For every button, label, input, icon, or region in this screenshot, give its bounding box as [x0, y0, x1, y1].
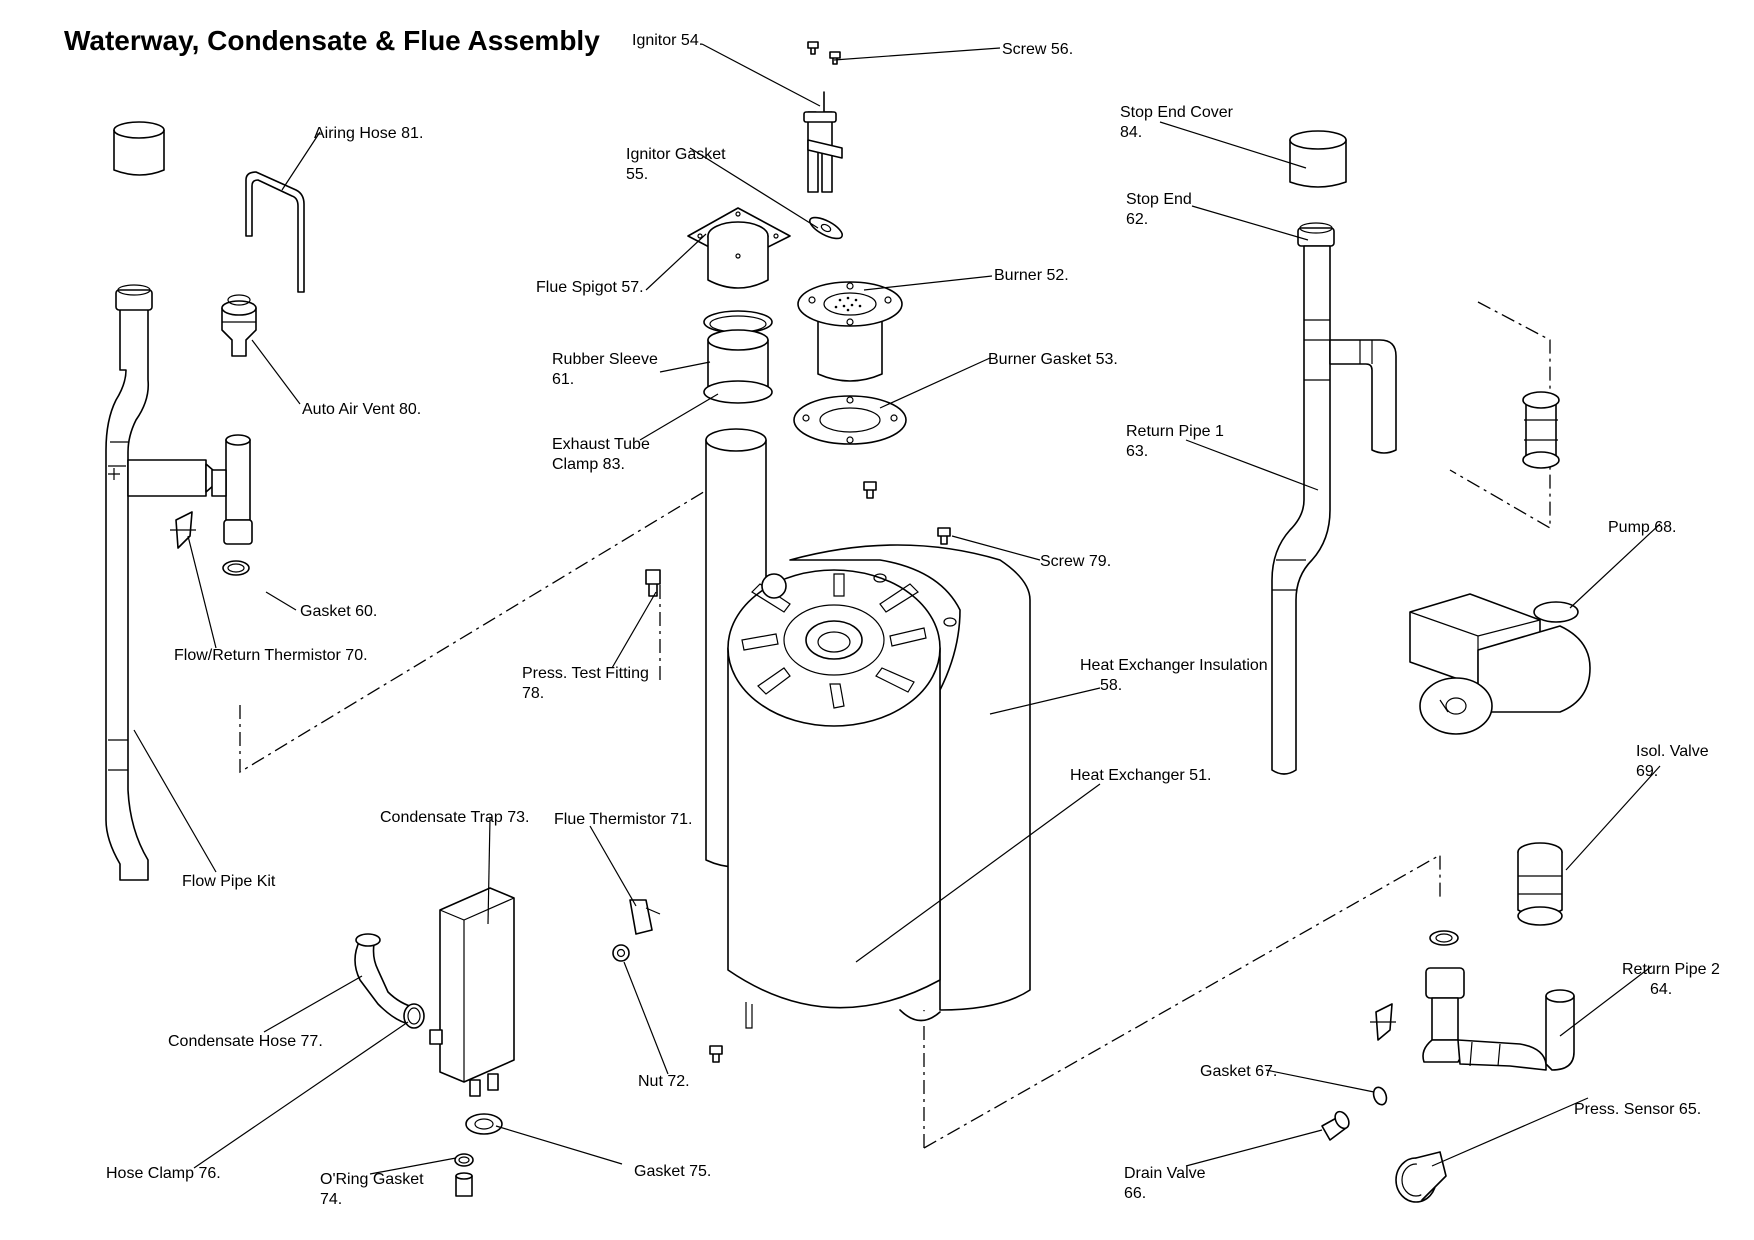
flue-spigot-part	[687, 207, 791, 289]
label-rubber-sleeve: Rubber Sleeve	[552, 351, 658, 368]
label-flue-thermistor: Flue Thermistor 71.	[554, 811, 692, 828]
oring-gasket-part	[454, 1153, 474, 1167]
heat-exchanger-part	[727, 569, 957, 1029]
pump-part	[1409, 593, 1591, 735]
label-stop-end-cover-num: 84.	[1120, 124, 1142, 141]
nut-72-part	[612, 944, 630, 962]
label-return-pipe-1: Return Pipe 1	[1126, 423, 1224, 440]
stop-end-part	[1297, 222, 1335, 247]
label-isol-valve: Isol. Valve	[1636, 743, 1709, 760]
flow-tee-part	[211, 434, 253, 545]
gasket-75-part	[465, 1113, 503, 1135]
label-burner: Burner 52.	[994, 267, 1069, 284]
label-exhaust-clamp-num: Clamp 83.	[552, 456, 625, 473]
label-gasket-75: Gasket 75.	[634, 1163, 711, 1180]
ignitor-part	[803, 91, 843, 193]
label-airing-hose: Airing Hose 81.	[314, 125, 423, 142]
label-drain-valve-num: 66.	[1124, 1185, 1146, 1202]
press-sensor-part	[1395, 1151, 1447, 1203]
return-gasket-part	[1429, 930, 1459, 946]
drain-valve-part	[1321, 1110, 1350, 1141]
label-flow-return-thermistor: Flow/Return Thermistor 70.	[174, 647, 368, 664]
label-hx-insulation: Heat Exchanger Insulation	[1080, 657, 1268, 674]
hose-clamp-part	[403, 1003, 425, 1029]
burner-holes	[834, 296, 862, 312]
screw-79-part	[937, 527, 951, 545]
label-gasket-60: Gasket 60.	[300, 603, 377, 620]
flow-pipe-kit-part	[105, 284, 223, 881]
label-isol-valve-num: 69.	[1636, 763, 1658, 780]
return-pipe-2-part	[1422, 967, 1575, 1071]
stop-end-cover-left-part	[113, 121, 165, 176]
isolation-valve-part	[1517, 842, 1563, 926]
label-stop-end-cover: Stop End Cover	[1120, 104, 1234, 121]
leader-lines	[133, 43, 1661, 1175]
part-labels: Ignitor 54. Screw 56. Ignitor Gasket 55.…	[106, 32, 1720, 1208]
label-oring-gasket-num: 74.	[320, 1191, 342, 1208]
condensate-hose-part	[354, 933, 417, 1025]
label-hose-clamp: Hose Clamp 76.	[106, 1165, 221, 1182]
label-stop-end: Stop End	[1126, 191, 1192, 208]
flow-return-thermistor-part	[170, 511, 196, 549]
label-ignitor-gasket-num: 55.	[626, 166, 648, 183]
label-return-pipe-2: Return Pipe 2	[1622, 961, 1720, 978]
heat-exchanger-fins	[741, 573, 927, 709]
label-pump: Pump 68.	[1608, 519, 1676, 536]
bolt-part	[709, 1045, 723, 1063]
return-pipe-1-part	[1271, 245, 1397, 775]
diagram-title: Waterway, Condensate & Flue Assembly	[64, 25, 600, 56]
flue-thermistor-part	[629, 899, 661, 935]
rubber-sleeve-part	[703, 310, 773, 404]
label-stop-end-num: 62.	[1126, 211, 1148, 228]
label-heat-exchanger: Heat Exchanger 51.	[1070, 767, 1211, 784]
label-nut-72: Nut 72.	[638, 1073, 690, 1090]
press-test-fitting-part	[645, 569, 661, 597]
label-return-pipe-1-num: 63.	[1126, 443, 1148, 460]
label-oring-gasket: O'Ring Gasket	[320, 1171, 424, 1188]
heat-exchanger-insulation-part	[789, 544, 1031, 1011]
condensate-plug-part	[455, 1172, 473, 1197]
label-drain-valve: Drain Valve	[1124, 1165, 1206, 1182]
burner-part	[797, 281, 903, 382]
label-press-test-fitting-num: 78.	[522, 685, 544, 702]
screw-56-parts	[807, 41, 841, 65]
auto-air-vent-part	[221, 294, 257, 357]
ignitor-gasket-part	[808, 216, 844, 240]
label-flue-spigot: Flue Spigot 57.	[536, 279, 644, 296]
airing-hose-part	[245, 171, 305, 293]
stop-end-cover-part	[1289, 130, 1347, 188]
label-exhaust-clamp: Exhaust Tube	[552, 436, 650, 453]
small-screw-part	[863, 481, 877, 499]
return-thermistor-part	[1370, 1003, 1396, 1041]
label-condensate-hose: Condensate Hose 77.	[168, 1033, 323, 1050]
label-ignitor: Ignitor 54.	[632, 32, 703, 49]
label-screw-56: Screw 56.	[1002, 41, 1073, 58]
gasket-67-part	[1372, 1086, 1388, 1106]
label-press-test-fitting: Press. Test Fitting	[522, 665, 649, 682]
condensate-trap-part	[429, 887, 515, 1097]
label-burner-gasket: Burner Gasket 53.	[988, 351, 1118, 368]
label-auto-air-vent: Auto Air Vent 80.	[302, 401, 421, 418]
gasket-60-part	[222, 560, 250, 576]
label-gasket-67: Gasket 67.	[1200, 1063, 1277, 1080]
label-rubber-sleeve-num: 61.	[552, 371, 574, 388]
label-flow-pipe-kit: Flow Pipe Kit	[182, 873, 276, 890]
label-return-pipe-2-num: 64.	[1650, 981, 1672, 998]
label-screw-79: Screw 79.	[1040, 553, 1111, 570]
burner-gasket-part	[793, 395, 907, 445]
label-press-sensor: Press. Sensor 65.	[1574, 1101, 1701, 1118]
isolation-valve-upper-part	[1522, 391, 1560, 469]
label-condensate-trap: Condensate Trap 73.	[380, 809, 529, 826]
label-hx-insulation-num: 58.	[1100, 677, 1122, 694]
label-ignitor-gasket: Ignitor Gasket	[626, 146, 726, 163]
